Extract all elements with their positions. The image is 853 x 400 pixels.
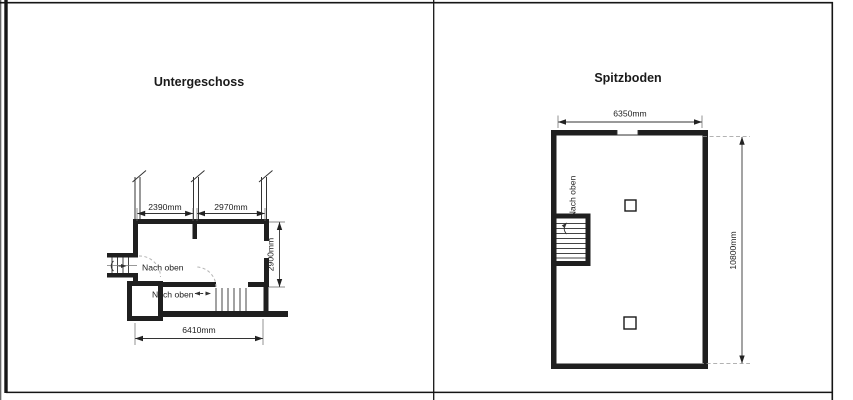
wall-partition-stub bbox=[192, 224, 197, 239]
nach-oben-label-attic: Nach oben bbox=[568, 176, 578, 218]
stair-west bbox=[107, 257, 137, 273]
door-swing-arcs bbox=[138, 255, 217, 288]
untergeschoss-plan: Untergeschoss bbox=[107, 75, 288, 345]
chimney-notch-gap bbox=[617, 129, 638, 135]
wall-right-upper bbox=[264, 224, 269, 241]
wall-corner-connector bbox=[133, 273, 138, 287]
wall-corridor-top bbox=[107, 253, 138, 258]
nach-oben-label-south: Nach oben bbox=[152, 290, 194, 300]
stair-south-treads bbox=[215, 288, 247, 311]
untergeschoss-title: Untergeschoss bbox=[154, 75, 244, 89]
dim-6350-label: 6350mm bbox=[613, 109, 646, 119]
dim-6410-label: 6410mm bbox=[182, 325, 215, 335]
stair-west-turn-mark bbox=[110, 260, 114, 272]
door-swing-arc-west bbox=[138, 255, 161, 278]
wall-top bbox=[133, 219, 269, 224]
dim-2900: 2900mm bbox=[266, 221, 285, 288]
wall-corridor-bottom bbox=[107, 273, 138, 278]
wall-exterior-right bbox=[263, 287, 269, 317]
dim-2970: 2970mm bbox=[196, 202, 266, 221]
dim-2390-label: 2390mm bbox=[148, 202, 181, 212]
stair-attic-treads bbox=[556, 223, 586, 259]
door-swing-arc-south bbox=[195, 266, 217, 288]
stair-attic-direction-arrow bbox=[561, 222, 567, 235]
wall-left-upper bbox=[133, 224, 138, 254]
stair-attic-wall-bottom bbox=[556, 261, 591, 266]
column-post-top bbox=[624, 199, 637, 212]
vent-pipe-icon bbox=[258, 170, 273, 219]
spitzboden-title: Spitzboden bbox=[594, 71, 661, 85]
dim-6410: 6410mm bbox=[134, 319, 264, 345]
chimney-notch bbox=[616, 129, 639, 136]
wall-bottom-left bbox=[138, 282, 216, 287]
vent-pipe-icon bbox=[132, 170, 147, 219]
dim-6350: 6350mm bbox=[557, 109, 703, 128]
dim-10800-label: 10800mm bbox=[728, 231, 738, 269]
stair-attic-wall-top bbox=[556, 213, 591, 219]
wall-right-lower bbox=[264, 258, 269, 282]
basement-walls bbox=[107, 219, 288, 321]
nach-oben-label-west: Nach oben bbox=[142, 263, 184, 273]
stair-south bbox=[194, 288, 247, 311]
wall-bottom-right bbox=[248, 282, 269, 287]
light-shaft-inner bbox=[132, 286, 158, 316]
page-frame bbox=[0, 0, 834, 400]
column-post-bottom bbox=[623, 316, 637, 330]
stair-attic bbox=[556, 213, 591, 266]
dim-2900-label: 2900mm bbox=[266, 238, 276, 271]
dim-10800: 10800mm bbox=[700, 136, 750, 364]
dim-2970-label: 2970mm bbox=[214, 202, 247, 212]
wall-exterior-stair-bar bbox=[157, 311, 288, 317]
chimney-notch-outline bbox=[616, 130, 639, 136]
stair-attic-wall-right bbox=[585, 213, 591, 266]
dim-2970-extension-lines bbox=[196, 208, 266, 221]
spitzboden-plan: Spitzboden Nach oben bbox=[551, 71, 750, 369]
dim-2390: 2390mm bbox=[136, 202, 194, 221]
